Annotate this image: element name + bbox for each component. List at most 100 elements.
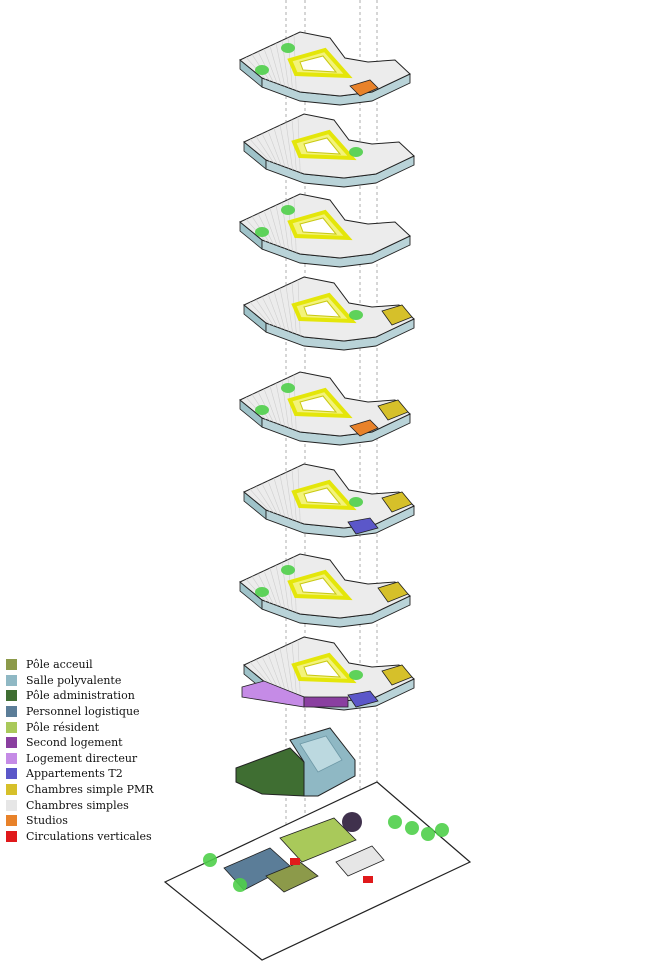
- room-divider: [275, 205, 286, 249]
- legend-swatch: [6, 737, 17, 749]
- legend-label: Personnel logistique: [26, 705, 140, 719]
- t2-block: [347, 690, 379, 708]
- floor-plate: [239, 193, 411, 268]
- room-divider: [267, 480, 282, 516]
- vertical-circulation: [363, 876, 373, 883]
- room-divider: [279, 125, 290, 169]
- tree: [388, 815, 402, 829]
- vertical-circulation: [290, 858, 300, 865]
- vegetation-patch: [349, 147, 363, 157]
- courtyard-void: [303, 660, 342, 678]
- room-divider: [273, 290, 286, 331]
- room-divider: [261, 483, 278, 515]
- legend-item: Salle polyvalente: [6, 673, 196, 689]
- floor-plate: [239, 553, 411, 628]
- t2-block: [347, 517, 379, 535]
- legend-item: Pôle acceuil: [6, 657, 196, 673]
- tree: [342, 812, 362, 832]
- room-divider: [275, 565, 286, 609]
- legend-item: Appartements T2: [6, 766, 196, 782]
- room-divider: [263, 570, 278, 606]
- floor-plate: [243, 113, 415, 188]
- pmr-block: [377, 581, 409, 603]
- legend-label: Salle polyvalente: [26, 673, 122, 687]
- room-divider: [255, 299, 274, 326]
- legend-label: Logement directeur: [26, 751, 138, 765]
- legend-label: Circulations verticales: [26, 829, 152, 843]
- legend-label: Pôle acceuil: [26, 658, 93, 672]
- legend-swatch: [6, 752, 17, 764]
- legend-item: Second logement: [6, 735, 196, 751]
- courtyard-void: [303, 137, 342, 155]
- legend-swatch: [6, 784, 17, 796]
- vegetation-patch: [281, 205, 295, 215]
- room-divider: [261, 296, 278, 328]
- floor-plate: [243, 463, 415, 538]
- legend-swatch: [6, 706, 17, 718]
- vegetation-patch: [349, 310, 363, 320]
- legend-swatch: [6, 799, 17, 811]
- legend-item: Logement directeur: [6, 751, 196, 767]
- vegetation-patch: [255, 65, 269, 75]
- room-divider: [279, 475, 290, 519]
- legend-label: Studios: [26, 814, 68, 828]
- legend-swatch: [6, 674, 17, 686]
- floor-stack: [235, 31, 415, 797]
- room-divider: [267, 293, 282, 329]
- room-divider: [279, 288, 290, 332]
- legend-item: Pôle administration: [6, 688, 196, 704]
- legend-swatch: [6, 690, 17, 702]
- courtyard-void: [299, 577, 338, 595]
- floor-plate: [235, 727, 356, 797]
- legend-item: Personnel logistique: [6, 704, 196, 720]
- pmr-block: [381, 304, 413, 326]
- legend-item: Circulations verticales: [6, 829, 196, 845]
- site-outline: [163, 781, 472, 961]
- room-divider: [285, 285, 293, 333]
- courtyard-void: [299, 217, 338, 235]
- second-housing: [303, 696, 349, 708]
- ground-floor-site-plan: [163, 781, 472, 961]
- legend-swatch: [6, 659, 17, 671]
- legend-label: Chambres simples: [26, 798, 129, 812]
- administration-block: [235, 747, 305, 797]
- room-divider: [261, 133, 278, 165]
- room-divider: [285, 122, 293, 170]
- room-divider: [249, 489, 271, 512]
- room-divider: [267, 130, 282, 166]
- hall-inner: [299, 735, 343, 773]
- resident-block: [279, 817, 357, 863]
- legend-swatch: [6, 815, 17, 827]
- legend-label: Appartements T2: [26, 767, 123, 781]
- floor-plate: [241, 636, 415, 711]
- legend-item: Chambres simples: [6, 797, 196, 813]
- room-divider: [249, 302, 271, 325]
- vegetation-patch: [255, 405, 269, 415]
- vegetation-patch: [349, 670, 363, 680]
- vegetation-patch: [255, 227, 269, 237]
- tree: [203, 853, 217, 867]
- pmr-block: [381, 491, 413, 513]
- courtyard-void: [299, 55, 338, 73]
- room-divider: [273, 127, 286, 168]
- pmr-block: [377, 399, 409, 421]
- floor-plate: [243, 276, 415, 351]
- vegetation-patch: [349, 497, 363, 507]
- legend-item: Pôle résident: [6, 719, 196, 735]
- room-divider: [269, 567, 282, 608]
- legend-item: Studios: [6, 813, 196, 829]
- room-divider: [273, 477, 286, 518]
- room-divider: [275, 43, 286, 87]
- room-divider: [269, 385, 282, 426]
- vegetation-patch: [281, 565, 295, 575]
- tree: [405, 821, 419, 835]
- vegetation-patch: [255, 587, 269, 597]
- legend-label: Pôle administration: [26, 689, 135, 703]
- vegetation-patch: [281, 383, 295, 393]
- legend-swatch: [6, 830, 17, 842]
- room-divider: [263, 48, 278, 84]
- room-divider: [263, 210, 278, 246]
- room-divider: [279, 648, 290, 692]
